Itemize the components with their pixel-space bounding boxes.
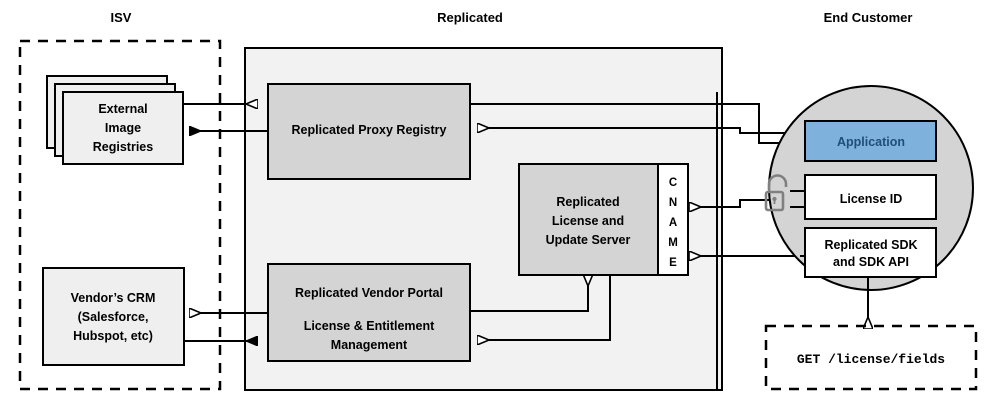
unlocked-padlock-icon [764, 174, 788, 212]
cname-strip[interactable] [657, 163, 689, 276]
sdk-label-line2: and SDK API [833, 255, 909, 269]
cname-letter-c: C [669, 177, 677, 189]
registries-label-line2: Image [105, 121, 141, 135]
license-id-box[interactable] [804, 174, 937, 220]
flow-license-server-to-vendor-portal [478, 275, 611, 340]
cname-letter-e: E [669, 257, 677, 269]
cname-letter-a: A [669, 217, 677, 229]
api-call-dashed-box [764, 324, 978, 391]
vendors-crm-box[interactable] [42, 267, 185, 366]
registries-label-line3: Registries [93, 140, 153, 154]
vendor-portal-label-line3: Management [331, 338, 408, 352]
api-call-label: GET /license/fields [797, 352, 945, 367]
license-id-label: License ID [840, 192, 903, 206]
crm-label-line1: Vendor’s CRM [71, 291, 156, 305]
zone-title-replicated: Replicated [437, 10, 503, 25]
cname-letter-m: M [668, 237, 678, 249]
replicated-proxy-registry-box[interactable] [267, 83, 471, 180]
external-image-registries-box[interactable] [62, 91, 184, 165]
zone-title-end-customer: End Customer [824, 10, 913, 25]
crm-label-line2: (Salesforce, [78, 310, 149, 324]
application-label: Application [837, 135, 905, 149]
isv-zone-boundary [18, 39, 222, 391]
application-box[interactable] [804, 120, 937, 162]
replicated-vendor-portal-box[interactable] [267, 263, 471, 362]
registries-label-line1: External [98, 102, 147, 116]
zone-title-isv: ISV [111, 10, 132, 25]
license-server-label-line2: License and [552, 214, 624, 228]
flow-vendor-portal-to-license-server [470, 275, 588, 312]
vendor-portal-label-line1: Replicated Vendor Portal [295, 286, 443, 300]
license-server-label-line1: Replicated [556, 195, 619, 209]
flow-application-to-proxy [478, 128, 800, 134]
sdk-label-line1: Replicated SDK [824, 238, 917, 252]
crm-label-line3: Hubspot, etc) [73, 329, 153, 343]
vendor-portal-label-line2: License & Entitlement [304, 319, 435, 333]
proxy-registry-label: Replicated Proxy Registry [292, 123, 447, 137]
flow-license-id-to-cname [690, 199, 785, 207]
cname-letter-n: N [669, 197, 677, 209]
replicated-sdk-box[interactable] [804, 227, 937, 278]
license-server-label-line3: Update Server [546, 233, 631, 247]
